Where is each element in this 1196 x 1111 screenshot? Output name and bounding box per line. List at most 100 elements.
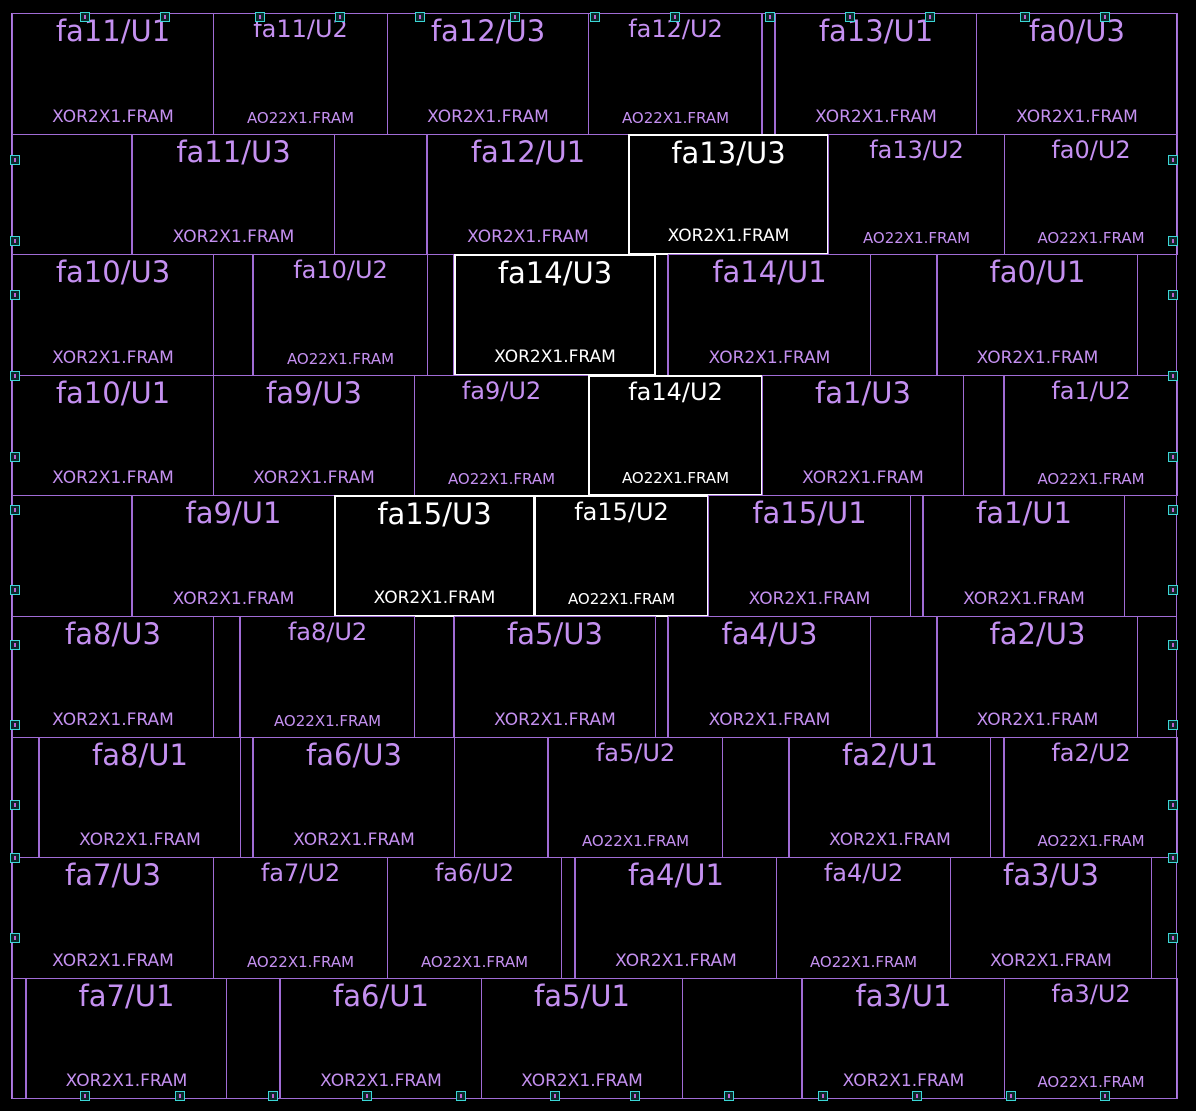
- io-pin[interactable]: [1168, 933, 1178, 943]
- io-pin[interactable]: [80, 1091, 90, 1101]
- io-pin[interactable]: [818, 1091, 828, 1101]
- io-pin[interactable]: [590, 12, 600, 22]
- io-pin[interactable]: [1168, 155, 1178, 165]
- io-pin[interactable]: [10, 452, 20, 462]
- io-pin[interactable]: [925, 12, 935, 22]
- io-pin[interactable]: [1100, 12, 1110, 22]
- io-pin[interactable]: [1020, 12, 1030, 22]
- io-pin[interactable]: [10, 933, 20, 943]
- io-pin[interactable]: [10, 800, 20, 810]
- io-pin[interactable]: [1168, 505, 1178, 515]
- cell-type-label: AO22X1.FRAM: [567, 589, 676, 608]
- cell-instance-name: fa13/U2: [869, 135, 964, 164]
- io-pin[interactable]: [1168, 452, 1178, 462]
- io-pin[interactable]: [1168, 585, 1178, 595]
- io-pin[interactable]: [670, 12, 680, 22]
- io-pin[interactable]: [1006, 1091, 1016, 1101]
- io-pin[interactable]: [912, 1091, 922, 1101]
- io-pin[interactable]: [550, 1091, 560, 1101]
- io-pin[interactable]: [10, 155, 20, 165]
- io-pin[interactable]: [10, 236, 20, 246]
- io-pin[interactable]: [1168, 236, 1178, 246]
- io-pin[interactable]: [10, 505, 20, 515]
- io-pin[interactable]: [10, 720, 20, 730]
- io-pin[interactable]: [630, 1091, 640, 1101]
- io-pin[interactable]: [268, 1091, 278, 1101]
- io-pin[interactable]: [1168, 371, 1178, 381]
- io-pin[interactable]: [362, 1091, 372, 1101]
- io-pin[interactable]: [724, 1091, 734, 1101]
- io-pin[interactable]: [10, 853, 20, 863]
- io-pin[interactable]: [1168, 640, 1178, 650]
- io-pin[interactable]: [1168, 720, 1178, 730]
- cell-instance-name: fa9/U2: [461, 376, 542, 405]
- io-pin[interactable]: [765, 12, 775, 22]
- io-pin[interactable]: [10, 585, 20, 595]
- io-pin[interactable]: [10, 290, 20, 300]
- io-pin[interactable]: [80, 12, 90, 22]
- io-pin[interactable]: [1168, 853, 1178, 863]
- io-pin[interactable]: [1168, 290, 1178, 300]
- io-pin[interactable]: [456, 1091, 466, 1101]
- io-pin[interactable]: [175, 1091, 185, 1101]
- io-pin[interactable]: [1100, 1091, 1110, 1101]
- io-pin[interactable]: [845, 12, 855, 22]
- io-pin[interactable]: [10, 640, 20, 650]
- io-pin[interactable]: [160, 12, 170, 22]
- io-pin[interactable]: [255, 12, 265, 22]
- io-pin[interactable]: [1168, 800, 1178, 810]
- io-pin[interactable]: [10, 371, 20, 381]
- io-pin[interactable]: [335, 12, 345, 22]
- io-pin[interactable]: [415, 12, 425, 22]
- io-pin[interactable]: [510, 12, 520, 22]
